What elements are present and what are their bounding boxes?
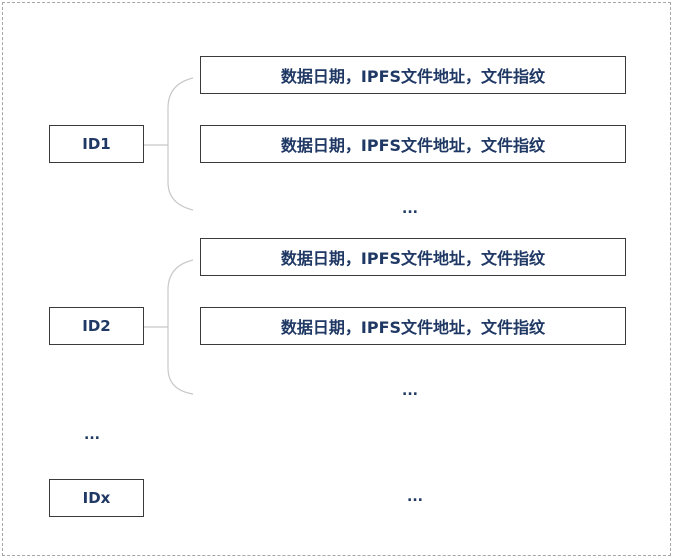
group-1-record-1: 数据日期，IPFS文件地址，文件指纹 (200, 56, 626, 94)
group-2-more-records: ... (402, 383, 418, 399)
group-2-record-1: 数据日期，IPFS文件地址，文件指纹 (200, 238, 626, 276)
group-1-more-records: ... (402, 201, 418, 217)
id-box-2: ID2 (49, 307, 144, 345)
group-1-brace (167, 77, 194, 211)
group-1-record-2: 数据日期，IPFS文件地址，文件指纹 (200, 125, 626, 163)
more-ids: ... (84, 427, 100, 443)
id-box-1: ID1 (49, 125, 144, 163)
group-x-more-records: ... (407, 489, 423, 505)
group-2-brace (167, 259, 194, 395)
group-2-record-2: 数据日期，IPFS文件地址，文件指纹 (200, 307, 626, 345)
id-box-x: IDx (49, 479, 144, 517)
